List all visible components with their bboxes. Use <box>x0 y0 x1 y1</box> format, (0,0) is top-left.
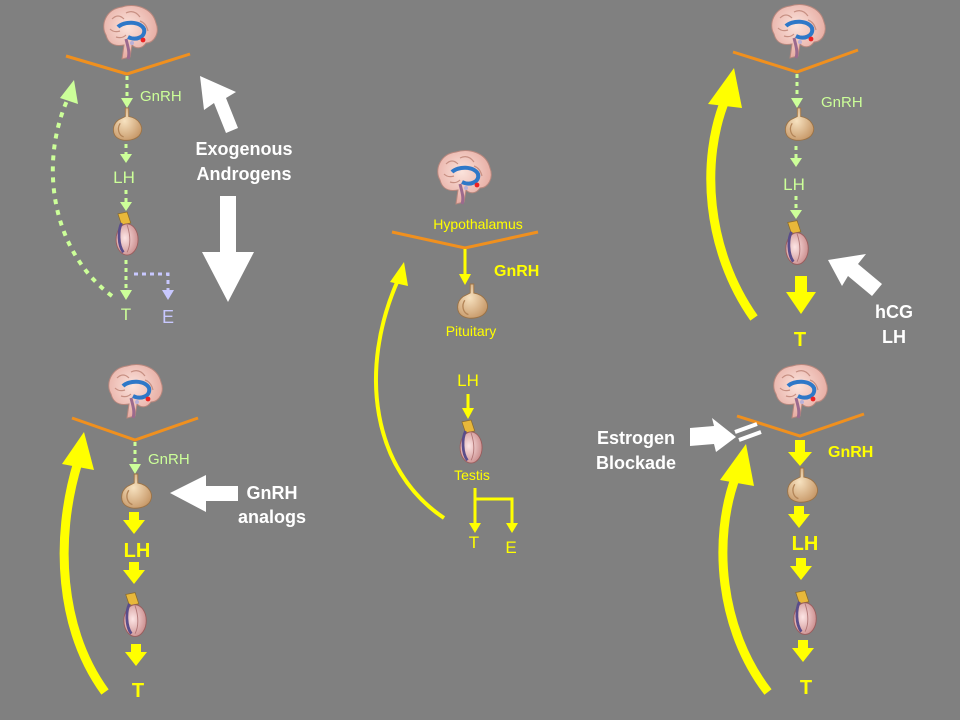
t-label: T <box>800 677 812 699</box>
pituitary-label: Pituitary <box>446 323 497 339</box>
pituitary-gland-icon <box>120 473 153 509</box>
testis-icon <box>114 210 140 257</box>
brain-icon <box>771 362 830 420</box>
brain-icon <box>435 148 494 206</box>
hypothalamic-line <box>391 230 539 250</box>
pit-lh-arrow <box>788 506 810 528</box>
gnrh-label: GnRH <box>821 94 863 111</box>
e-label: E <box>162 307 174 327</box>
testis-t-arrow <box>792 640 814 662</box>
testis-t-arrow <box>786 276 816 314</box>
t-label: T <box>469 533 479 552</box>
lh-arrow <box>123 562 145 584</box>
intervention-label-line1: Exogenous <box>195 139 292 159</box>
testis-icon <box>458 418 484 465</box>
lh-label: LH <box>124 540 151 562</box>
pituitary-gland-icon <box>112 107 143 141</box>
gnrh-arrow <box>788 440 812 466</box>
gnrh-arrow-suppressed <box>129 442 141 474</box>
gnrh-arrow <box>459 249 471 285</box>
brain-icon <box>101 3 160 61</box>
lh-arrow <box>462 394 474 419</box>
intervention-label-line1: hCG <box>875 302 913 322</box>
brain-icon <box>106 362 165 420</box>
t-label: T <box>121 305 131 324</box>
lh-label: LH <box>792 533 819 555</box>
exogenous-up-arrow <box>200 76 238 133</box>
gnrh-label: GnRH <box>494 263 539 280</box>
pituitary-gland-icon <box>456 283 489 319</box>
lh-arrow-suppressed <box>120 190 132 211</box>
brain-icon <box>769 2 828 60</box>
hypothalamic-line <box>65 52 191 76</box>
e-label: E <box>505 538 516 557</box>
feedback-arrow <box>718 444 772 695</box>
exogenous-down-arrow <box>202 196 254 302</box>
t-label: T <box>132 680 144 702</box>
gnrh-label: GnRH <box>140 88 182 105</box>
gnrh-label: GnRH <box>148 451 190 468</box>
lh-label: LH <box>457 371 479 390</box>
intervention-label-line2: Androgens <box>196 164 291 184</box>
estrogen-blockade-arrow <box>690 418 736 452</box>
testis-icon <box>792 589 818 636</box>
pit-lh-arrow-suppressed <box>790 146 802 167</box>
feedback-arrow <box>59 432 109 695</box>
blockade-mark <box>734 422 762 442</box>
top-right-panel: GnRH LH T hCG LH <box>706 2 913 351</box>
feedback-arrow-suppressed <box>50 80 114 298</box>
lh-label: LH <box>113 168 135 187</box>
testis-output-arrows-suppressed <box>120 260 174 300</box>
testis-label: Testis <box>454 467 490 483</box>
gnrh-arrow-suppressed <box>791 74 803 108</box>
testis-t-arrow <box>125 644 147 666</box>
intervention-label-line2: LH <box>882 327 906 347</box>
hypothalamic-line <box>71 416 199 442</box>
feedback-arrow <box>706 68 758 321</box>
bottom-right-panel: GnRH LH T Estrogen Blockade <box>596 362 873 699</box>
gnrh-arrow-suppressed <box>121 76 133 108</box>
center-panel: Hypothalamus GnRH Pituitary LH Testis T … <box>374 148 539 557</box>
bottom-left-panel: GnRH LH T GnRH analogs <box>59 362 306 702</box>
intervention-label-line1: GnRH <box>247 483 298 503</box>
testis-output-arrows <box>469 488 518 533</box>
hypothalamic-line <box>736 412 865 438</box>
testis-icon <box>784 219 810 266</box>
pituitary-gland-icon <box>786 467 819 503</box>
hypothalamus-label: Hypothalamus <box>433 216 523 232</box>
intervention-label-line2: Blockade <box>596 453 676 473</box>
testis-icon <box>122 591 148 638</box>
lh-arrow <box>790 558 812 580</box>
pit-lh-arrow <box>123 512 145 534</box>
lh-label: LH <box>783 175 805 194</box>
intervention-label-line1: Estrogen <box>597 428 675 448</box>
intervention-label-line2: analogs <box>238 507 306 527</box>
hcg-arrow <box>828 254 882 296</box>
pituitary-gland-icon <box>784 107 815 141</box>
negative-feedback-arrow <box>374 262 446 520</box>
t-label: T <box>794 329 806 351</box>
top-left-panel: GnRH LH T E Exogenous Androgens <box>50 3 293 327</box>
hypothalamic-line <box>732 48 859 74</box>
gnrh-label: GnRH <box>828 444 873 461</box>
gnrh-analog-arrow <box>170 475 238 512</box>
lh-arrow-suppressed <box>790 196 802 219</box>
pit-lh-arrow-suppressed <box>120 144 132 163</box>
